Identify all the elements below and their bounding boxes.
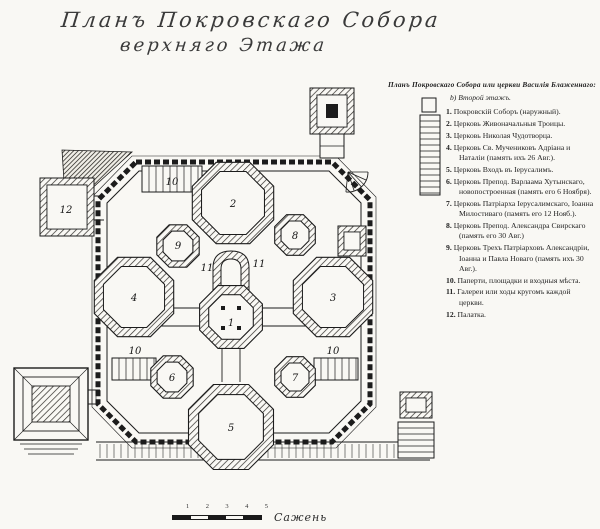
plan-label-7: 7 [292, 373, 299, 384]
legend: Планъ Покровскаго Собора или церкви Васи… [388, 80, 596, 321]
plan-label-5: 5 [228, 423, 234, 434]
legend-item-10: 10. Паперти, площадки и входныя мѣста. [446, 275, 581, 285]
legend-list: 1. Покровскій Соборъ (наружный). 2. Церк… [446, 107, 596, 319]
scale-tick: 3 [225, 503, 229, 510]
legend-subheading: b) Второй этажъ. [450, 93, 511, 103]
scale-bar: 1 2 3 4 5 Сажень [172, 503, 327, 524]
legend-item-8: 8. Церковь Препод. Александра Свирскаго … [446, 221, 586, 241]
scale-tick: 5 [264, 503, 268, 510]
plan-label-8: 8 [292, 231, 298, 242]
plan-label-11-w: 11 [201, 263, 214, 274]
page-title-line2: верхняго Этажа [118, 35, 329, 56]
legend-item-11: 11. Галереи или ходы кругомъ каждой церк… [446, 287, 571, 307]
plan-label-10-nw: 10 [166, 177, 179, 188]
plan-label-3: 3 [330, 293, 336, 304]
legend-item-12: 12. Палатка. [446, 309, 486, 319]
plan-labels-layer: 10 12 2 9 11 11 8 4 1 3 10 10 6 7 5 [60, 177, 340, 434]
legend-item-9: 9. Церковь Трехъ Патріарховъ Александріи… [446, 243, 590, 273]
scale-tick: 4 [245, 503, 249, 510]
plan-label-9: 9 [175, 241, 182, 252]
legend-item-5: 5. Церковь Входъ въ Іерусалимъ. [446, 165, 554, 175]
scale-bar-segments [172, 515, 262, 520]
plan-label-10-sw: 10 [129, 346, 142, 357]
legend-item-6: 6. Церковь Препод. Варлаама Хутынскаго, … [446, 176, 592, 197]
plan-drawing-layer [13, 87, 441, 471]
plan-label-10-se: 10 [327, 346, 340, 357]
plan-label-2: 2 [229, 199, 236, 210]
plan-label-4: 4 [130, 293, 137, 304]
legend-item-7: 7. Церковь Патріарха Іерусалимскаго, Іоа… [446, 198, 594, 219]
legend-item-2: 2. Церковь Живоначальныя Троицы. [446, 119, 566, 129]
legend-item-3: 3. Церковь Николая Чудотворца. [446, 131, 553, 141]
scale-tick: 2 [205, 503, 209, 510]
scale-unit-label: Сажень [274, 511, 328, 524]
legend-item-1: 1. Покровскій Соборъ (наружный). [446, 107, 561, 117]
legend-item-4: 4. Церковь Св. Мучениковъ Адріана и Ната… [446, 142, 571, 163]
page-title: Планъ Покровскаго Собора верхняго Этажа [57, 8, 442, 56]
floor-plan-svg: 10 12 2 9 11 11 8 4 1 3 10 10 6 7 5 [13, 87, 441, 471]
plan-label-11-e: 11 [253, 259, 266, 270]
scale-bar-ticks: 1 2 3 4 5 [186, 503, 268, 510]
page-title-line1: Планъ Покровскаго Собора [60, 8, 442, 32]
scale-tick: 1 [186, 503, 190, 510]
plan-label-6: 6 [169, 373, 176, 384]
plan-label-1: 1 [228, 318, 234, 329]
plan-label-12: 12 [60, 205, 73, 216]
legend-heading: Планъ Покровскаго Собора или церкви Васи… [388, 80, 597, 89]
